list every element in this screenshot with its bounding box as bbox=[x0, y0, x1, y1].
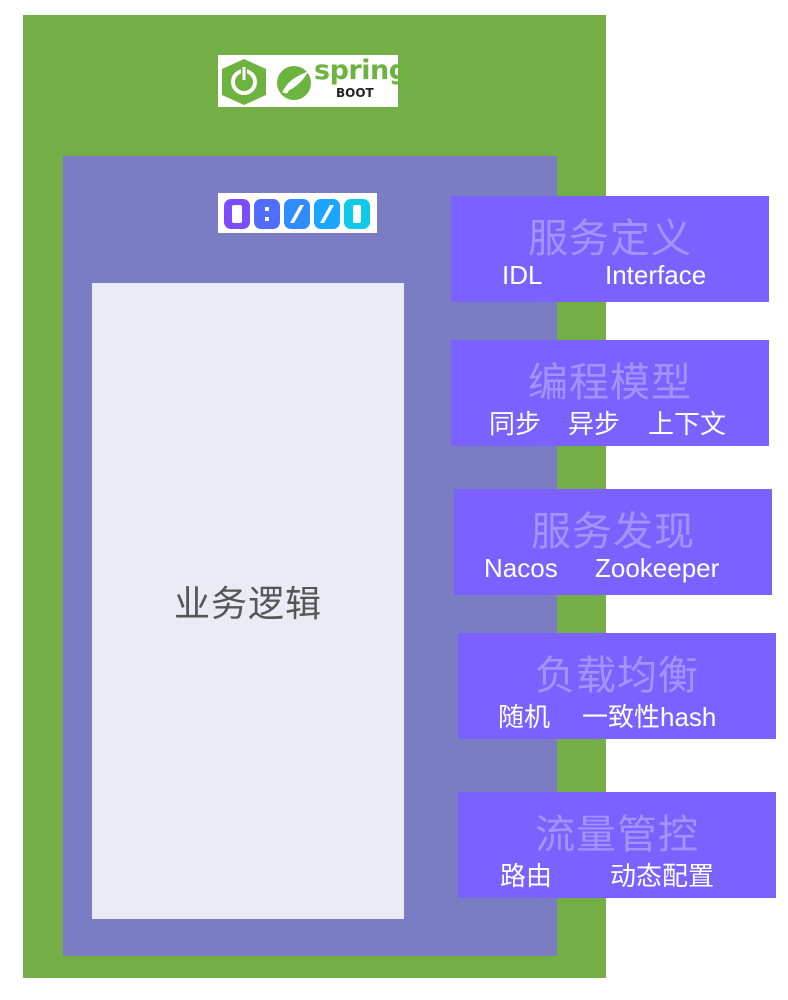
spring-wordmark: spring bbox=[314, 55, 408, 86]
feature-load-balancing: 负载均衡 随机 一致性hash bbox=[458, 633, 776, 739]
dubbo-logo bbox=[218, 193, 377, 233]
feature-item: 随机 bbox=[498, 702, 551, 732]
feature-title: 负载均衡 bbox=[535, 653, 699, 699]
dubbo-logo-icon bbox=[224, 199, 370, 229]
feature-item: 一致性hash bbox=[582, 702, 717, 732]
feature-item: Interface bbox=[605, 260, 707, 290]
feature-title: 编程模型 bbox=[528, 360, 692, 406]
feature-service-discovery: 服务发现 Nacos Zookeeper bbox=[454, 489, 772, 595]
feature-item: Zookeeper bbox=[595, 553, 720, 583]
feature-programming-model: 编程模型 同步 异步 上下文 bbox=[451, 340, 769, 446]
feature-traffic-control: 流量管控 路由 动态配置 bbox=[458, 792, 776, 898]
feature-title: 流量管控 bbox=[535, 812, 699, 858]
feature-item: 动态配置 bbox=[610, 861, 715, 891]
business-logic-label: 业务逻辑 bbox=[173, 584, 322, 625]
feature-title: 服务定义 bbox=[528, 216, 692, 262]
feature-title: 服务发现 bbox=[531, 509, 695, 555]
feature-item: 上下文 bbox=[648, 409, 727, 439]
feature-item: 路由 bbox=[500, 861, 553, 891]
spring-power-icon bbox=[222, 59, 311, 105]
feature-item: 异步 bbox=[568, 409, 621, 439]
feature-item: 同步 bbox=[489, 409, 542, 439]
feature-item: Nacos bbox=[484, 553, 558, 583]
boot-wordmark: BOOT bbox=[336, 86, 374, 100]
business-logic-box: 业务逻辑 bbox=[92, 283, 404, 919]
feature-item: IDL bbox=[502, 260, 543, 290]
feature-service-definition: 服务定义 IDL Interface bbox=[451, 196, 769, 302]
spring-boot-logo: spring BOOT bbox=[218, 55, 408, 107]
